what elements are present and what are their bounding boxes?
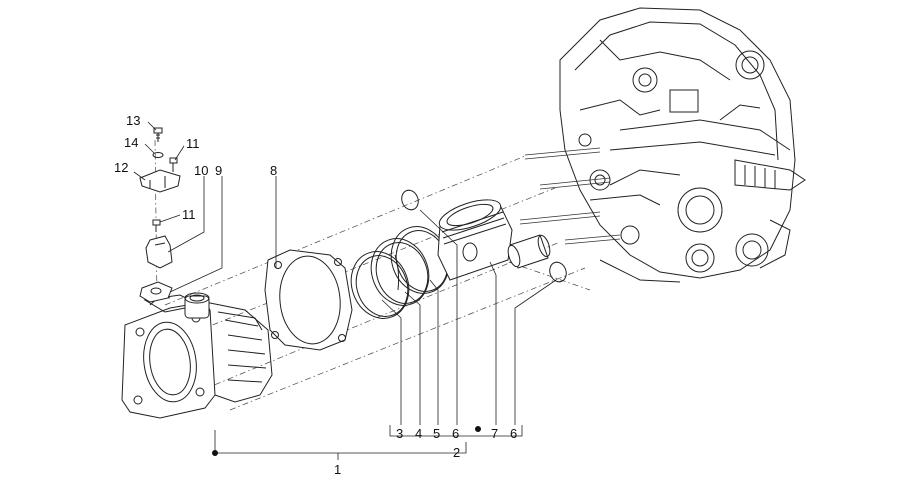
crankcase-drawing [559,7,806,283]
piston-circlip-right [549,261,567,283]
marker-dot-1 [212,450,218,456]
ref-8: 8 [270,163,277,178]
ref-6-right: 6 [510,426,517,441]
ref-11-top: 11 [186,136,200,151]
ref-1: 1 [334,462,341,477]
ref-6-left: 6 [452,426,459,441]
ref-9: 9 [215,163,222,178]
ref-3: 3 [396,426,403,441]
ref-10: 10 [194,163,208,178]
reference-numbers: 13 14 11 12 10 9 11 8 3 4 5 6 7 6 2 1 [114,113,517,477]
ref-14: 14 [124,135,138,150]
cylinder-drawing [121,292,273,419]
assembly-axis-lines [154,139,591,411]
ref-2: 2 [453,445,460,460]
thermo-sensor-group [139,127,181,303]
ref-13: 13 [126,113,140,128]
ref-12: 12 [114,160,128,175]
leader-lines [133,121,557,460]
piston-drawing [437,199,513,281]
marker-dot-7 [475,426,481,432]
ref-11-lower: 11 [182,207,196,222]
piston-pin [507,234,551,269]
piston-circlip-left [401,189,419,211]
ref-5: 5 [433,426,440,441]
cylinder-studs [519,147,621,245]
ref-4: 4 [415,426,422,441]
ref-7: 7 [491,426,498,441]
cylinder-base-gasket [264,249,353,351]
